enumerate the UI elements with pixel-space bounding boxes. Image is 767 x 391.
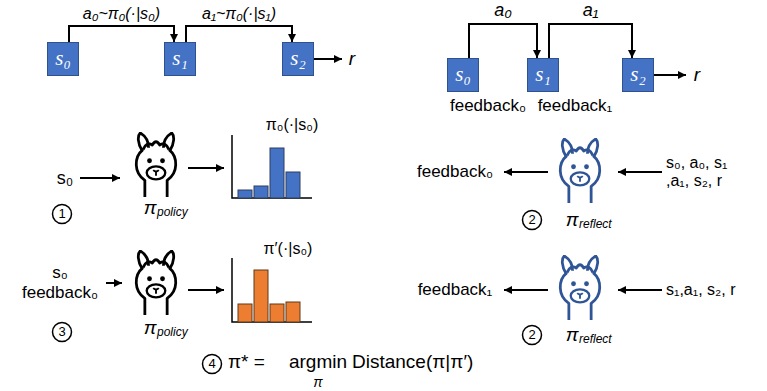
step-circle xyxy=(53,323,72,342)
feedback-label: feedback₀ xyxy=(450,96,526,116)
action-label: a₁ xyxy=(583,0,599,21)
formula-text: Distance(π|π′) xyxy=(352,351,473,373)
bar xyxy=(254,186,268,198)
state-box: s₀ xyxy=(447,58,479,92)
flow-arrow xyxy=(106,282,122,284)
distribution-label: π′(·|s₀) xyxy=(264,240,313,258)
callout-number: 1 xyxy=(58,207,65,222)
state-box: s₂ xyxy=(622,58,654,92)
callout-number: 3 xyxy=(58,325,65,340)
action-label: a₀~π₀(·|s₀) xyxy=(83,5,160,23)
feedback-label: feedback₁ xyxy=(538,96,613,116)
flow-arrow xyxy=(618,171,662,173)
action-label: a₀ xyxy=(494,0,512,21)
reflect-symbol: π xyxy=(566,209,579,231)
policy-symbol: π xyxy=(144,197,157,219)
state-label: s₂ xyxy=(290,47,305,70)
step-circle xyxy=(523,326,542,345)
action-label: a₁~π₀(·|s₁) xyxy=(202,5,276,23)
policy-symbol: π xyxy=(144,317,157,339)
action-arrow xyxy=(69,26,174,42)
chart-axis xyxy=(232,258,312,322)
bar xyxy=(238,190,252,198)
flow-arrow xyxy=(504,171,548,173)
step-circle xyxy=(523,211,542,230)
flow-arrow xyxy=(618,289,662,291)
input-label: s₀ xyxy=(57,168,73,189)
state-box: s₁ xyxy=(164,42,196,76)
reflect-subscript: reflect xyxy=(579,218,612,232)
bar xyxy=(254,270,268,322)
bar xyxy=(270,304,284,322)
reflect-subscript: reflect xyxy=(579,333,612,347)
step-circle xyxy=(53,205,72,224)
flow-arrow xyxy=(504,289,548,291)
llama-icon xyxy=(136,133,175,197)
reflect-symbol: π xyxy=(566,324,579,346)
action-arrow xyxy=(549,24,632,58)
action-arrow xyxy=(186,26,292,42)
llama-icon xyxy=(560,256,599,320)
state-label: s₁ xyxy=(172,47,187,70)
chart-axis xyxy=(232,135,312,198)
formula-text: argmin xyxy=(289,351,347,373)
input-label: s₀, a₀, s₁ ,a₁, s₂, r xyxy=(666,154,731,191)
bar xyxy=(238,304,252,322)
policy-subscript: policy xyxy=(157,326,188,340)
state-label: s₁ xyxy=(535,63,550,86)
flow-arrow xyxy=(80,177,120,179)
flow-arrow xyxy=(188,289,224,291)
llama-icon xyxy=(560,139,599,203)
bar xyxy=(286,172,300,198)
feedback-label: feedback₁ xyxy=(418,280,493,300)
bar xyxy=(270,148,284,198)
distribution-label: π₀(·|s₀) xyxy=(266,116,318,134)
state-label: s₀ xyxy=(455,63,470,86)
flow-arrow xyxy=(188,167,224,169)
formula-subscript: π xyxy=(313,374,322,390)
reward-arrow xyxy=(654,74,686,76)
action-arrow xyxy=(469,24,537,58)
state-label: s₀ xyxy=(55,47,70,70)
state-box: s₂ xyxy=(282,42,314,76)
llama-icon xyxy=(136,251,175,315)
input-label: s₀ feedback₀ xyxy=(20,263,100,302)
feedback-label: feedback₀ xyxy=(417,162,493,182)
input-label: s₁,a₁, s₂, r xyxy=(666,281,735,299)
reward-label: r xyxy=(694,64,700,86)
state-box: s₀ xyxy=(47,42,79,76)
bar xyxy=(286,302,300,322)
state-label: s₂ xyxy=(630,63,645,86)
callout-number: 2 xyxy=(528,213,535,228)
callout-number: 2 xyxy=(528,328,535,343)
callout-number: 4 xyxy=(208,357,215,372)
reward-label: r xyxy=(349,48,355,70)
formula-text: π* = xyxy=(228,351,265,373)
reward-arrow xyxy=(314,58,342,60)
state-box: s₁ xyxy=(527,58,559,92)
step-circle xyxy=(203,355,222,374)
policy-subscript: policy xyxy=(157,206,188,220)
